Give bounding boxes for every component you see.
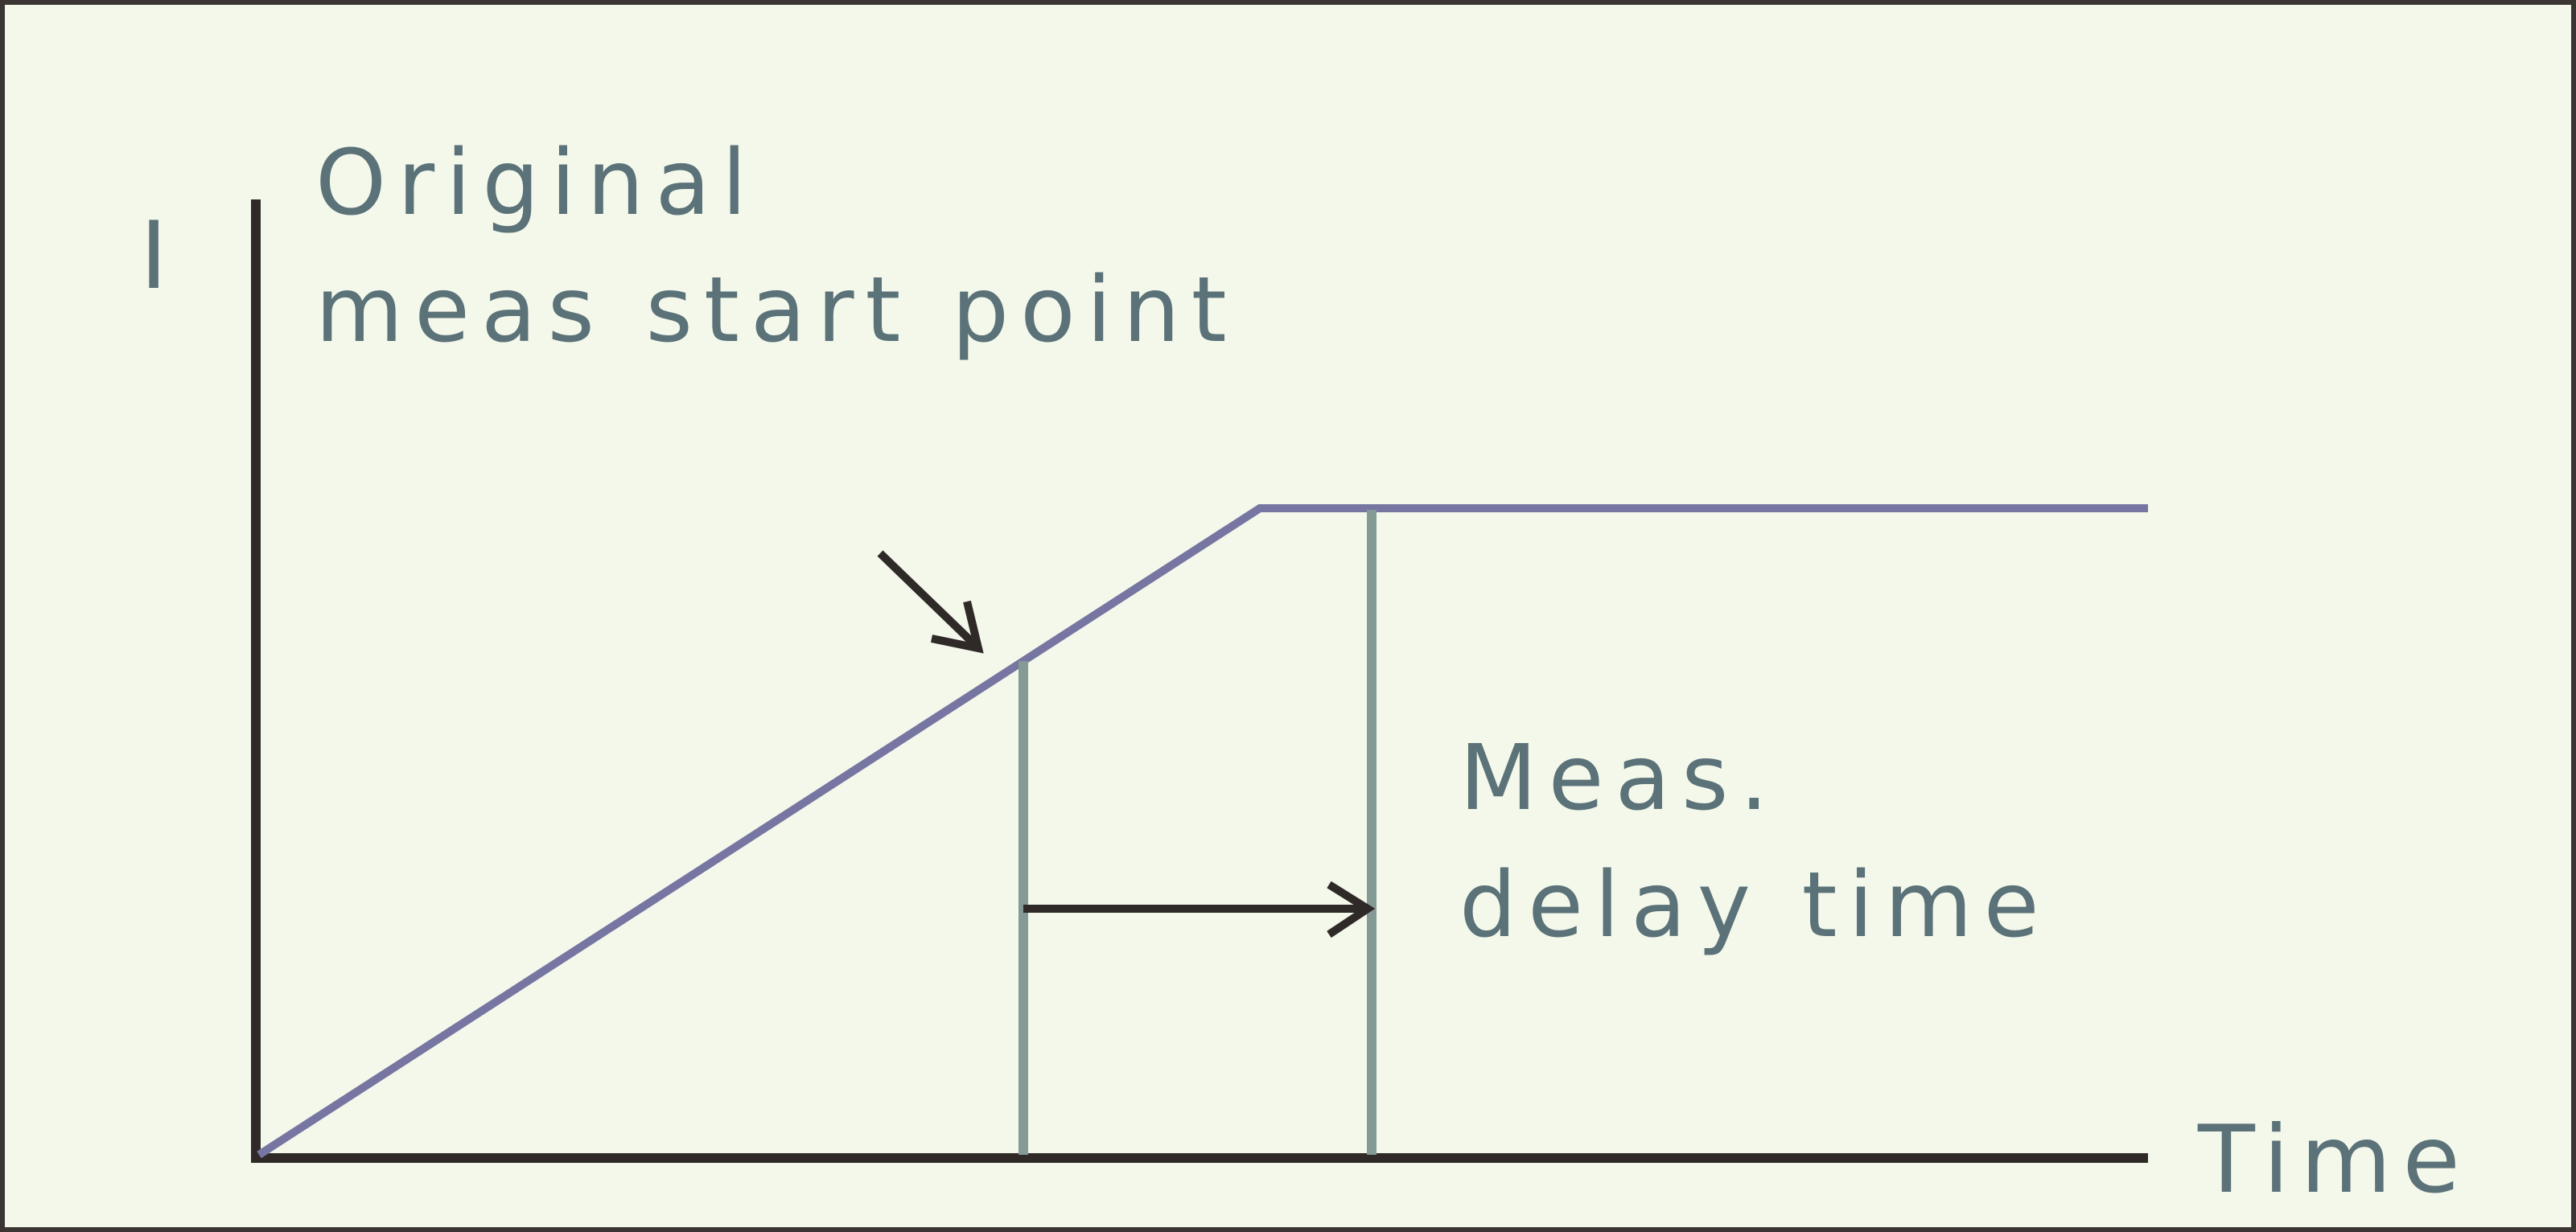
delay-time-arrow [1023, 881, 1376, 938]
delay-label-line1: Meas. [1459, 726, 1780, 831]
start-point-label-line1: Original [315, 131, 758, 236]
start-point-label-line2: meas start point [315, 258, 1238, 363]
start-point-arrow [877, 550, 984, 654]
current-ramp-line [257, 504, 2148, 1159]
delay-label-line2: delay time [1459, 853, 2051, 958]
x-axis-label: Time [2197, 1106, 2471, 1214]
y-axis-label: I [140, 202, 179, 310]
